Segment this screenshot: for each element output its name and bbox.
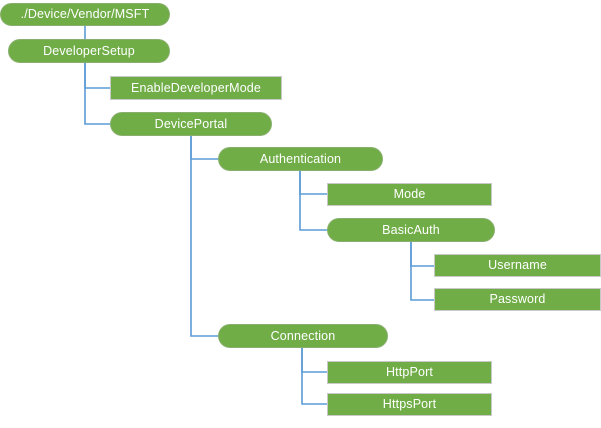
node-deviceportal[interactable]: DevicePortal [110, 112, 272, 136]
node-basicauth-label: BasicAuth [382, 222, 440, 237]
connector-developersetup-to-enabledevelopermode [84, 62, 111, 89]
node-mode[interactable]: Mode [327, 183, 492, 206]
node-basicauth[interactable]: BasicAuth [327, 218, 495, 242]
node-httpsport-label: HttpsPort [382, 397, 437, 412]
node-httpport-label: HttpPort [385, 365, 434, 380]
connector-authentication-to-basicauth [299, 170, 328, 231]
node-mode-label: Mode [393, 187, 426, 202]
connector-developersetup-to-deviceportal [84, 62, 111, 125]
node-username[interactable]: Username [434, 254, 601, 277]
node-root[interactable]: ./Device/Vendor/MSFT [0, 3, 170, 26]
node-connection[interactable]: Connection [218, 324, 388, 348]
node-deviceportal-label: DevicePortal [154, 116, 228, 131]
node-root-label: ./Device/Vendor/MSFT [20, 7, 150, 22]
node-connection-label: Connection [270, 328, 336, 343]
connector-connection-to-httpsport [301, 347, 328, 405]
node-password[interactable]: Password [434, 288, 601, 311]
node-authentication[interactable]: Authentication [218, 147, 383, 171]
node-enabledevelopermode-label: EnableDeveloperMode [130, 80, 262, 95]
node-username-label: Username [488, 258, 547, 273]
connector-deviceportal-to-authentication [190, 135, 219, 160]
node-httpsport[interactable]: HttpsPort [327, 393, 492, 416]
connector-deviceportal-to-connection [190, 135, 219, 337]
node-httpport[interactable]: HttpPort [327, 361, 492, 384]
connector-basicauth-to-username [410, 241, 435, 267]
connector-connection-to-httpport [301, 347, 328, 373]
node-password-label: Password [489, 292, 546, 307]
node-authentication-label: Authentication [259, 151, 342, 166]
node-enabledevelopermode[interactable]: EnableDeveloperMode [110, 76, 282, 100]
node-developersetup[interactable]: DeveloperSetup [8, 39, 170, 63]
node-developersetup-label: DeveloperSetup [43, 43, 135, 58]
connector-authentication-to-mode [299, 170, 328, 195]
connector-basicauth-to-password [410, 241, 435, 301]
